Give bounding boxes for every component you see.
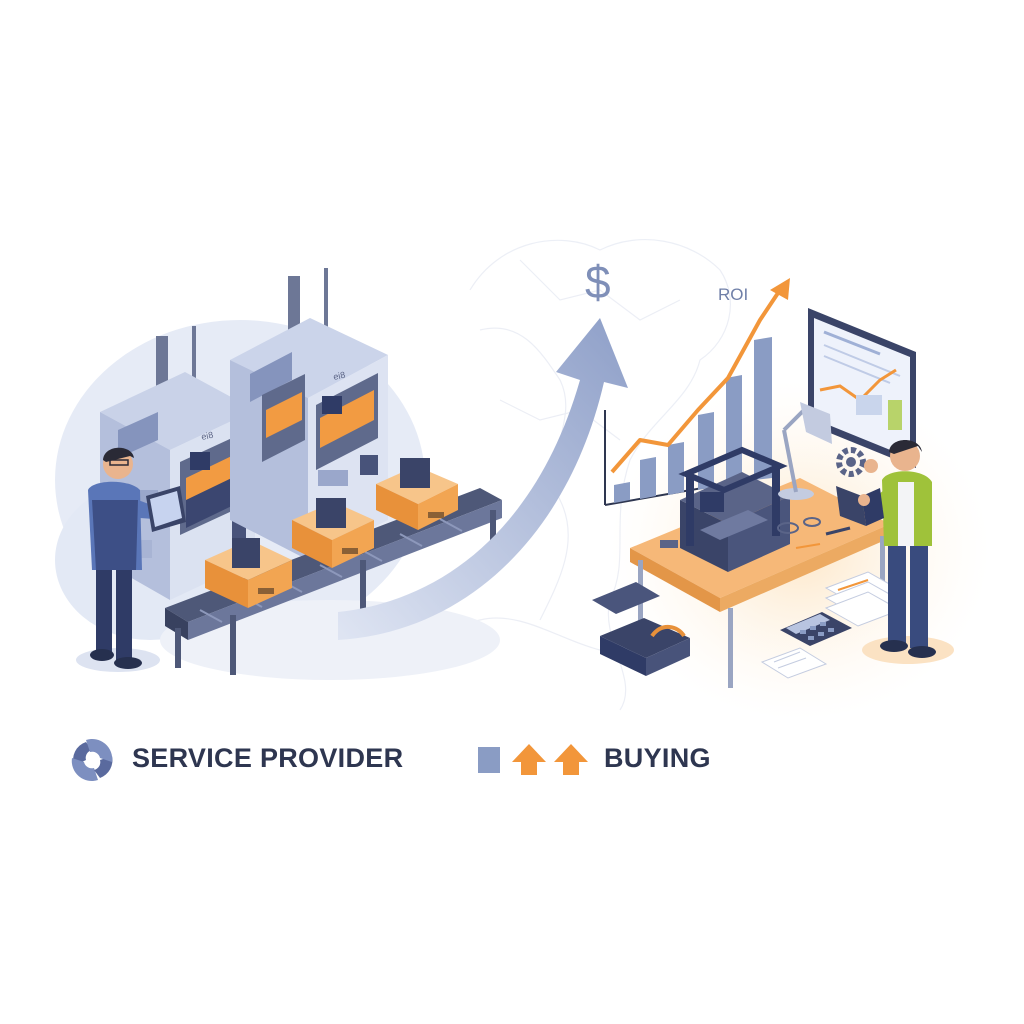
gear-icon <box>836 447 866 477</box>
industrial-3d-printer-right: ei8 <box>230 268 388 560</box>
toolbox <box>592 582 690 676</box>
calculator <box>780 612 852 646</box>
loose-document <box>760 647 828 679</box>
desk-lamp <box>778 402 832 500</box>
desk-tools <box>660 517 851 549</box>
engineer-with-notebook <box>836 440 954 664</box>
parcel-box-2 <box>292 498 374 568</box>
parcel-box-1 <box>205 538 292 608</box>
dollar-sign: $ <box>585 256 611 308</box>
hand <box>864 459 878 473</box>
machine-label-left: ei8 <box>200 430 214 442</box>
parcel-box-3 <box>376 458 458 530</box>
worker-with-tablet <box>76 447 186 672</box>
paper-stack <box>824 571 902 627</box>
arrow-up-icon <box>512 744 588 775</box>
desktop-3d-printer <box>678 446 790 572</box>
roi-label: ROI <box>718 285 748 304</box>
machine-label-right: ei8 <box>332 370 346 382</box>
presentation-board <box>808 308 916 468</box>
buying-label: BUYING <box>604 743 711 773</box>
growth-curved-arrow <box>338 318 628 640</box>
square-icon <box>478 747 500 773</box>
chain-link-logo-icon <box>71 739 113 781</box>
service-provider-label: SERVICE PROVIDER <box>132 743 404 773</box>
